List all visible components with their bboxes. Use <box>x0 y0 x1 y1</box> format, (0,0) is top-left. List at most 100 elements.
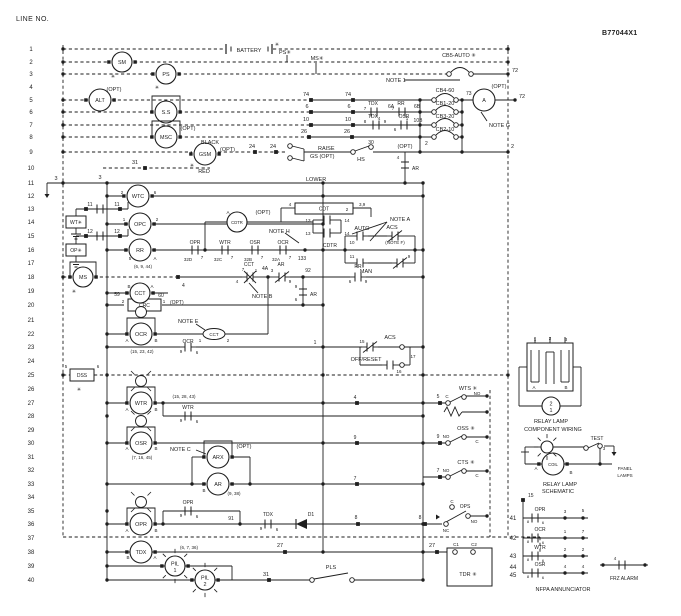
junction-dot <box>485 514 489 518</box>
annotation-label: 27 <box>277 543 283 549</box>
line-number: 39 <box>28 564 35 570</box>
junction-dot <box>105 564 109 568</box>
wire <box>587 442 600 449</box>
switch-pole <box>449 504 455 510</box>
annotation-label: (OPT) <box>492 84 507 90</box>
lamp-ray <box>130 427 135 432</box>
component-circle <box>206 472 230 496</box>
component-label: CCT <box>134 291 146 297</box>
lamp-ray <box>130 370 135 375</box>
annotation-label: 24 <box>249 144 255 150</box>
annotation-label: 10 <box>349 240 355 245</box>
annotation-label: ✳ <box>275 42 279 48</box>
switch-pole <box>597 443 603 449</box>
annotation-label: 26 <box>344 129 350 135</box>
terminal-square <box>521 498 525 502</box>
annotation-label: 14 <box>344 218 350 223</box>
annotation-label: 1 <box>123 217 126 222</box>
x-mark <box>243 270 257 284</box>
annotation-label: 27 <box>429 543 435 549</box>
annotation-label: 2 <box>156 217 159 222</box>
junction-dot <box>598 462 602 466</box>
component-terminal <box>125 550 129 554</box>
annotation-label: 30 <box>368 140 374 146</box>
component-box <box>526 342 574 392</box>
annotation-label: 26 <box>301 129 307 135</box>
annotation-label: NFPA ANNUNCIATOR <box>535 587 590 593</box>
annotation-label: 1 <box>534 337 537 342</box>
component-terminal <box>178 110 182 114</box>
circuit-breaker-arc <box>435 105 455 111</box>
junction-dot <box>190 482 194 486</box>
component-box <box>69 368 95 382</box>
junction-dot <box>321 482 325 486</box>
annotation-label: (15, 23, 42) <box>130 349 154 354</box>
annotation-label: 8 <box>527 557 530 562</box>
annotation-label: 6A <box>388 104 395 110</box>
lamp-ray <box>130 508 135 513</box>
lamp-ray <box>130 387 135 392</box>
junction-dot <box>61 275 65 279</box>
contact-slash <box>274 271 290 283</box>
circuit-breaker-contact <box>453 122 459 128</box>
terminal-square <box>176 275 180 279</box>
annotation-label: 4A <box>262 266 269 272</box>
junction-dot <box>581 554 585 558</box>
terminal-square <box>355 482 359 486</box>
annotation-label: A <box>125 407 128 412</box>
relay-bracket <box>151 95 181 111</box>
wire <box>449 469 463 477</box>
switch-pole <box>445 400 451 406</box>
line-number: 18 <box>28 275 35 281</box>
terminal-square <box>351 110 355 114</box>
junction-dot <box>581 571 585 575</box>
annotation-label: NOTE H <box>269 229 290 235</box>
annotation-label: A <box>125 338 128 343</box>
annotation-label: 2 <box>122 299 125 304</box>
junction-dot <box>601 563 605 567</box>
junction-dot <box>421 550 425 554</box>
junction-dot <box>418 110 422 114</box>
component-circle <box>126 184 150 208</box>
component-label: CRC <box>139 303 150 309</box>
lamp-ray <box>147 387 152 392</box>
annotation-label: 7 <box>354 476 357 482</box>
component-label: PIL <box>171 562 179 568</box>
annotation-label: (OPT) <box>181 126 196 132</box>
annotation-label: TDX <box>368 101 379 107</box>
junction-dot <box>321 373 325 377</box>
annotation-label: TEST <box>591 436 604 442</box>
line-number: 36 <box>28 522 35 528</box>
annotation-label: 14 <box>344 231 350 236</box>
annotation-label: AR <box>310 292 317 298</box>
lamp-ray <box>537 453 541 457</box>
wire <box>369 221 388 242</box>
annotation-label: FRZ ALARM <box>610 576 638 582</box>
annotation-label: MS✳ <box>311 55 324 62</box>
terminal-square <box>355 401 359 405</box>
junction-dot <box>421 373 425 377</box>
annotation-label: 7 <box>437 468 440 474</box>
component-label: ALT <box>95 98 105 104</box>
line-number: 13 <box>28 207 35 213</box>
component-label: OP✳ <box>70 248 81 254</box>
annotation-label: A <box>226 210 229 215</box>
component-box <box>65 215 87 229</box>
line-no-header: LINE NO. <box>16 16 50 23</box>
annotation-label: 10 <box>345 117 351 123</box>
component-terminal <box>151 291 155 295</box>
contact-slash <box>392 257 408 269</box>
component-label: WTR <box>135 401 147 407</box>
relay-bracket <box>126 386 156 402</box>
annotation-label: 10 <box>303 117 309 123</box>
component-terminal <box>230 482 234 486</box>
annotation-label: 7 <box>242 267 245 272</box>
component-terminal <box>124 248 128 252</box>
lamp-ray <box>130 491 135 496</box>
junction-dot <box>460 98 464 102</box>
junction-dot <box>506 47 510 51</box>
component-label: GSM <box>199 152 212 158</box>
annotation-label: 8 <box>364 119 367 124</box>
annotation-label: 6 <box>349 279 352 284</box>
annotation-label: RELAY LAMP <box>534 419 568 425</box>
